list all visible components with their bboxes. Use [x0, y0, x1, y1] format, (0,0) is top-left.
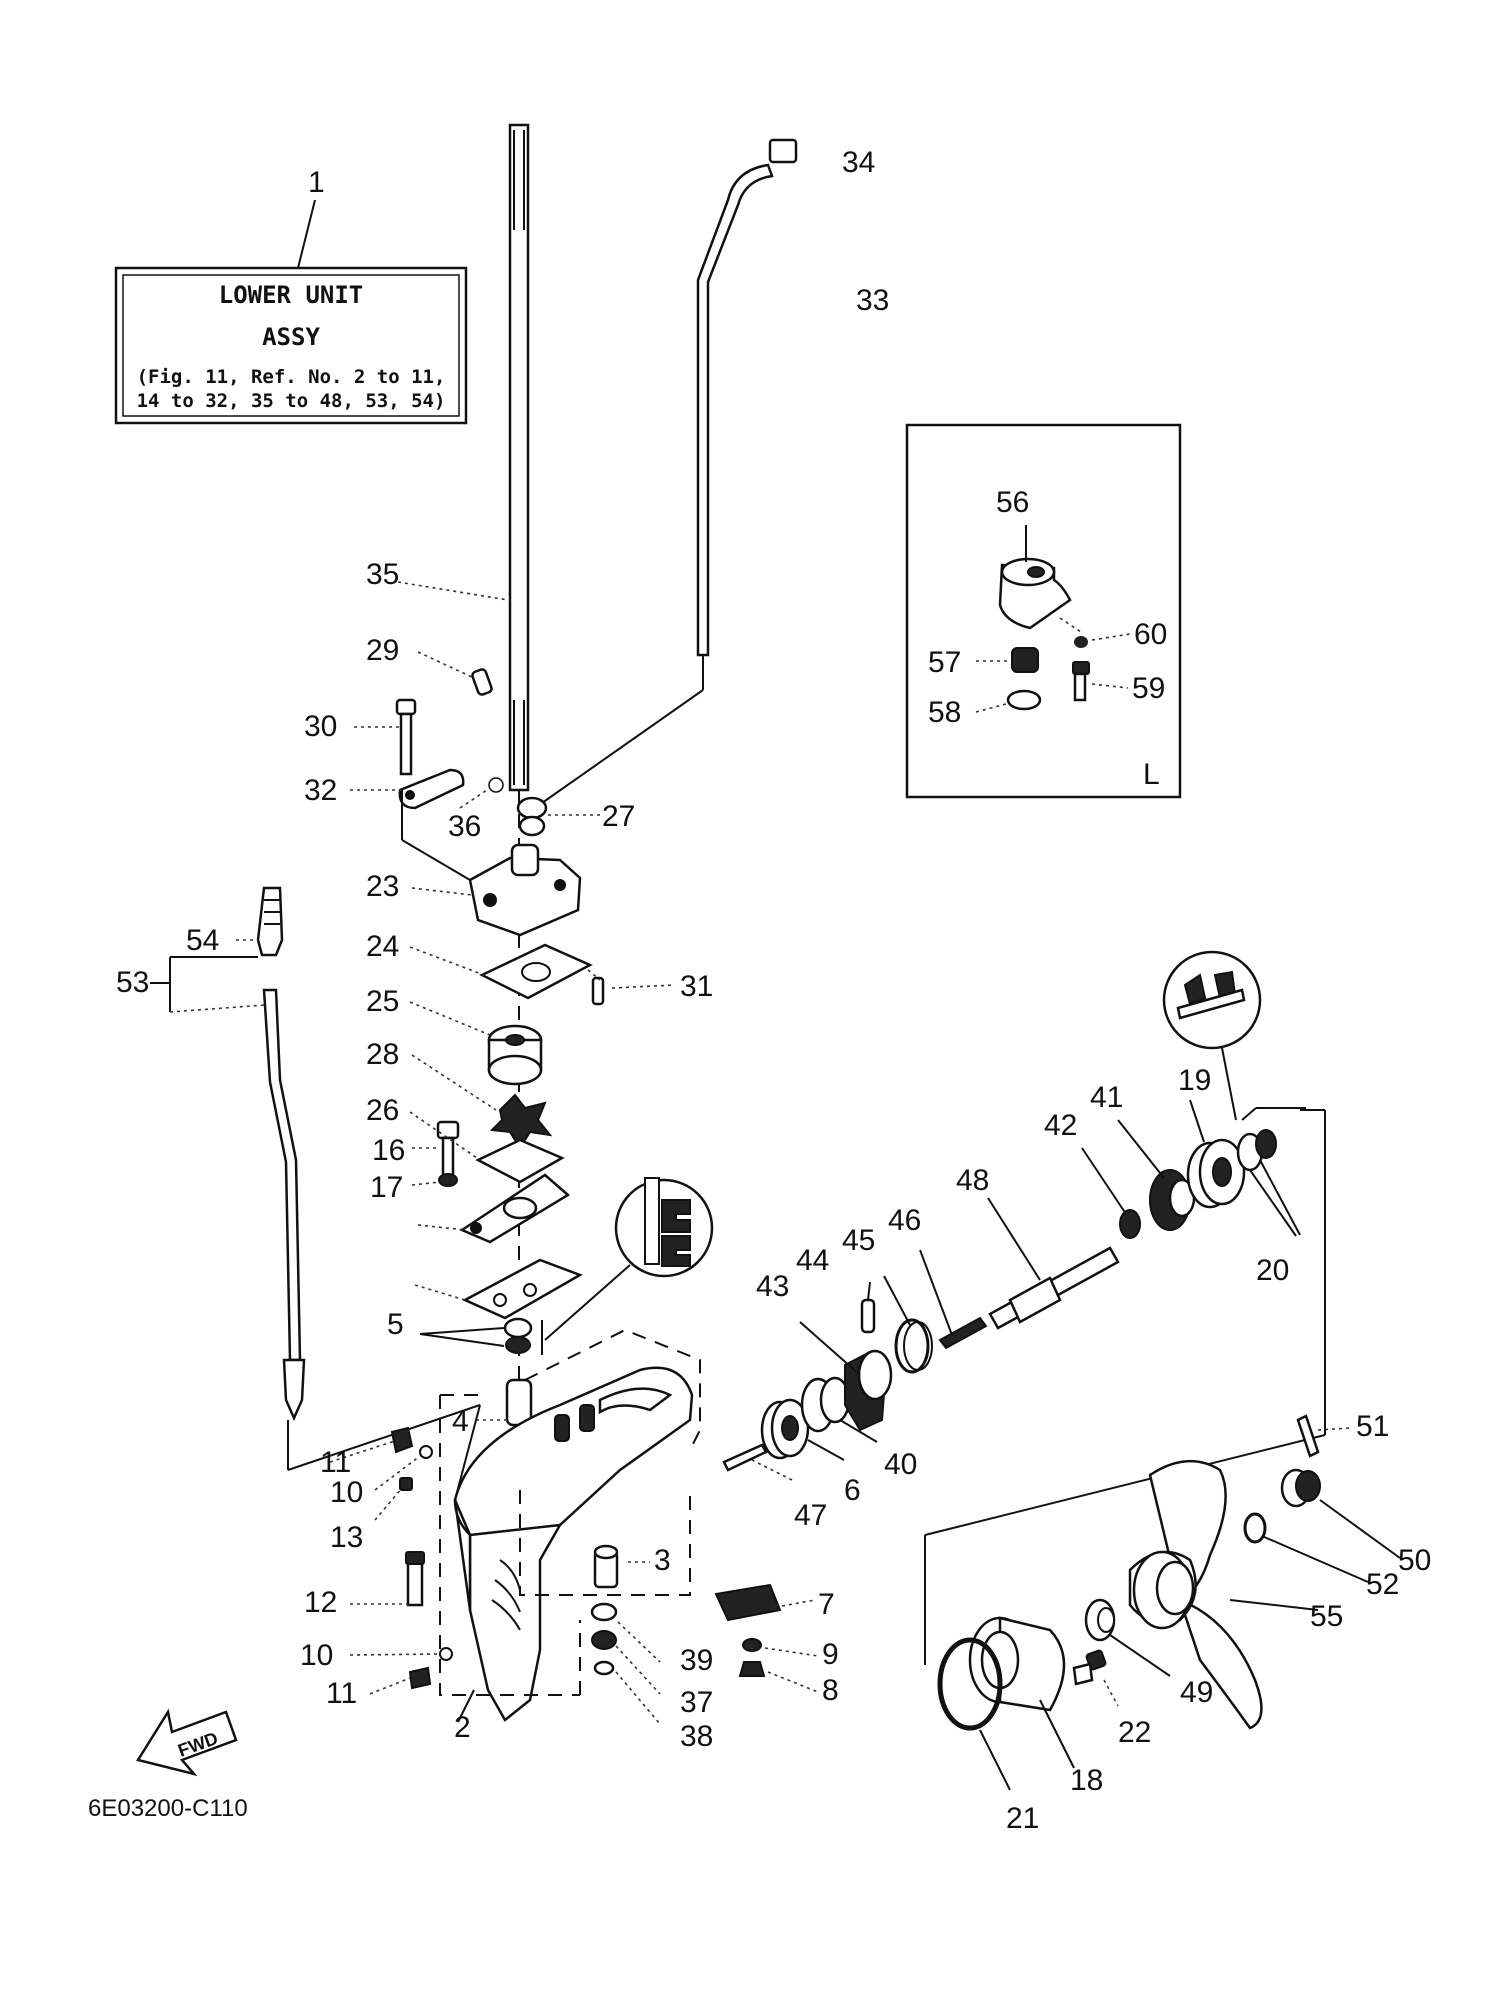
callout-26: 26 — [366, 1094, 399, 1127]
callout-54: 54 — [186, 924, 219, 957]
callout-34: 34 — [842, 146, 875, 179]
callout-1: 1 — [308, 166, 325, 199]
callout-35: 35 — [366, 558, 399, 591]
callout-48: 48 — [956, 1164, 989, 1197]
callout-42: 42 — [1044, 1109, 1077, 1142]
callout-46: 46 — [888, 1204, 921, 1237]
water-pump-stack — [350, 581, 676, 1427]
inset-corner-label: L — [1143, 758, 1160, 791]
fwd-arrow: FWD — [136, 1708, 238, 1777]
callout-49: 49 — [1180, 1676, 1213, 1709]
callout-29: 29 — [366, 634, 399, 667]
callout-19: 19 — [1178, 1064, 1211, 1097]
callout-38: 38 — [680, 1720, 713, 1753]
propeller-shaft-assy — [722, 950, 1326, 1665]
callout-9: 9 — [822, 1638, 839, 1671]
callout-25: 25 — [366, 985, 399, 1018]
callout-36: 36 — [448, 810, 481, 843]
callout-57: 57 — [928, 646, 961, 679]
info-box-line-3: (Fig. 11, Ref. No. 2 to 11, — [137, 366, 446, 388]
callout-45: 45 — [842, 1224, 875, 1257]
propeller-group — [937, 1414, 1401, 1791]
seal-detail-bubble — [541, 1177, 714, 1355]
callout-60: 60 — [1134, 618, 1167, 651]
drive-shaft — [508, 123, 530, 1440]
callout-5: 5 — [387, 1308, 404, 1341]
callout-56: 56 — [996, 486, 1029, 519]
callout-11-lower: 11 — [326, 1677, 357, 1710]
callout-30: 30 — [304, 710, 337, 743]
callout-43: 43 — [756, 1270, 789, 1303]
water-tube — [531, 138, 798, 811]
callout-16: 16 — [372, 1134, 405, 1167]
callout-10-upper: 10 — [330, 1476, 363, 1509]
callout-40: 40 — [884, 1448, 917, 1481]
callout-58: 58 — [928, 696, 961, 729]
callout-7: 7 — [818, 1588, 835, 1621]
callout-23: 23 — [366, 870, 399, 903]
callout-27: 27 — [602, 800, 635, 833]
callout-13: 13 — [330, 1521, 363, 1554]
callout-8: 8 — [822, 1674, 839, 1707]
callout-4: 4 — [452, 1405, 469, 1438]
drawing-code: 6E03200-C110 — [88, 1795, 248, 1822]
info-box-line-2: ASSY — [262, 323, 320, 351]
inset-panel-l — [905, 423, 1182, 799]
callout-17: 17 — [370, 1171, 403, 1204]
callout-21: 21 — [1006, 1802, 1039, 1835]
callout-37: 37 — [680, 1686, 713, 1719]
callout-50: 50 — [1398, 1544, 1431, 1577]
callout-47: 47 — [794, 1499, 827, 1532]
callout-28: 28 — [366, 1038, 399, 1071]
callout-51: 51 — [1356, 1410, 1389, 1443]
shift-rod — [150, 886, 481, 1471]
callout-24: 24 — [366, 930, 399, 963]
callout-31: 31 — [680, 970, 713, 1003]
callout-10-lower: 10 — [300, 1639, 333, 1672]
callout-6: 6 — [844, 1474, 861, 1507]
callout-32: 32 — [304, 774, 337, 807]
callout-59: 59 — [1132, 672, 1165, 705]
assembly-info-box: 1 LOWER UNIT ASSY (Fig. 11, Ref. No. 2 t… — [114, 166, 468, 425]
callout-2: 2 — [454, 1711, 471, 1744]
callout-52: 52 — [1366, 1568, 1399, 1601]
callout-22: 22 — [1118, 1716, 1151, 1749]
callout-55: 55 — [1310, 1600, 1343, 1633]
callout-12: 12 — [304, 1586, 337, 1619]
callout-labels: 2 3 4 5 6 7 8 9 10 10 11 11 12 13 16 17 … — [116, 146, 1431, 1835]
lower-casing — [329, 1328, 819, 1725]
callout-39: 39 — [680, 1644, 713, 1677]
callout-3: 3 — [654, 1544, 671, 1577]
callout-41: 41 — [1090, 1081, 1123, 1114]
callout-20: 20 — [1256, 1254, 1289, 1287]
callout-33: 33 — [856, 284, 889, 317]
callout-11-upper: 11 — [320, 1446, 351, 1479]
callout-44: 44 — [796, 1244, 829, 1277]
callout-53: 53 — [116, 966, 149, 999]
info-box-line-1: LOWER UNIT — [219, 281, 364, 309]
info-box-line-4: 14 to 32, 35 to 48, 53, 54) — [137, 390, 446, 412]
callout-18: 18 — [1070, 1764, 1103, 1797]
